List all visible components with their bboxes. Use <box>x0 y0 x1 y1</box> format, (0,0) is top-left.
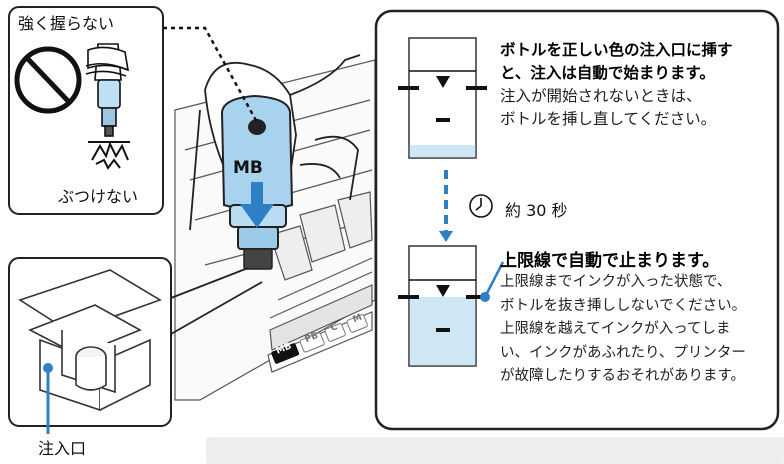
step2-line: ボトルを抜き挿ししないでください。 <box>500 297 747 314</box>
insert-arrow <box>240 182 274 228</box>
tank-step2 <box>398 245 487 367</box>
squeeze-hand-icon <box>85 43 130 137</box>
inlet-label: 注入口 <box>38 439 87 458</box>
step2-heading: 上限線で自動で止まります。 <box>500 251 720 271</box>
step2-line: が故障したりするおそれがあります。 <box>500 368 746 384</box>
caution-bump-label: ぶつけない <box>58 187 139 206</box>
step1-heading-line1: ボトルを正しい色の注入口に挿す <box>500 41 733 59</box>
slot-label-chips <box>271 314 368 364</box>
tank-step1 <box>398 37 487 159</box>
step2-line: 上限線までインクが入った状態で、 <box>500 274 732 290</box>
flow-arrow <box>439 170 453 242</box>
inlet-closeup <box>18 269 162 412</box>
zoom-lines <box>170 267 263 335</box>
step2-text: 上限線で自動で止まります。 上限線までインクが入った状態で、 ボトルを抜き挿しし… <box>500 246 772 389</box>
step1-text: ボトルを正しい色の注入口に挿す と、注入は自動で始まります。 注入が開始されない… <box>500 39 770 131</box>
leader-dots <box>163 26 260 125</box>
step1-heading-line2: と、注入は自動で始まります。 <box>500 64 715 82</box>
step1-note-line2: ボトルを挿し直してください。 <box>500 110 717 128</box>
no-symbol-icon <box>14 46 82 114</box>
footer-bar <box>206 437 784 464</box>
caution-squeeze-label: 強く握らない <box>18 14 115 33</box>
step2-line: 上限線を越えてインクが入ってしま <box>500 321 731 337</box>
clock-icon <box>469 194 493 218</box>
bottle-label: MB <box>233 158 263 178</box>
inlet-pointer <box>43 363 53 434</box>
step2-line: い、インクがあふれたり、プリンター <box>500 344 746 361</box>
upper-limit-pointer <box>480 261 505 302</box>
wait-time: 約 30 秒 <box>505 201 568 220</box>
impact-icon <box>88 141 130 170</box>
step1-note-line1: 注入が開始されないときは、 <box>500 87 702 105</box>
